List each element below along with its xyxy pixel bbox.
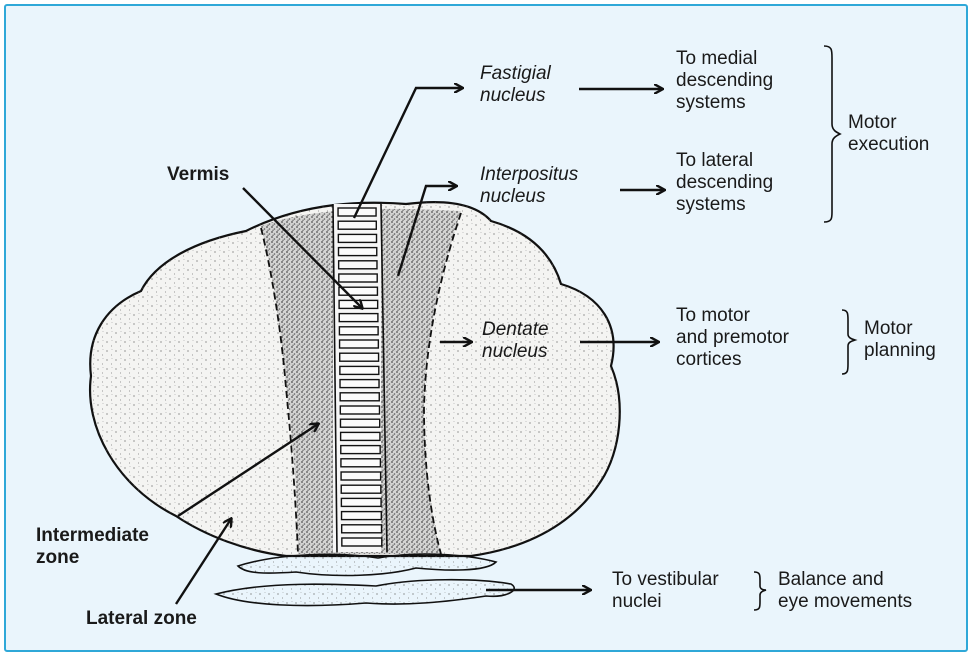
- vermis-segment: [341, 485, 381, 493]
- vermis-segment: [339, 314, 378, 322]
- figure-frame: Vermis Intermediate zone Lateral zone Fa…: [4, 4, 968, 652]
- balance-label: Balance and eye movements: [778, 569, 912, 613]
- vermis-segment: [342, 538, 382, 546]
- vermis-segment: [341, 446, 380, 454]
- vermis-segment: [340, 366, 379, 374]
- vermis-segment: [339, 274, 377, 282]
- vermis-segment: [339, 327, 378, 335]
- vermis-ladder: [333, 204, 387, 552]
- flocculus-upper: [238, 554, 496, 575]
- vermis-segment: [341, 432, 380, 440]
- to-medial-label: To medial descending systems: [676, 48, 773, 114]
- vermis-segment: [340, 393, 379, 401]
- to-vestibular-label: To vestibular nuclei: [612, 569, 719, 613]
- vermis-segment: [340, 406, 379, 414]
- to-motor-label: To motor and premotor cortices: [676, 305, 789, 371]
- fastigial-nucleus-label: Fastigial nucleus: [480, 63, 551, 107]
- vermis-segment: [340, 419, 379, 427]
- to-lateral-label: To lateral descending systems: [676, 150, 773, 216]
- motor-execution-label: Motor execution: [848, 112, 929, 156]
- dentate-nucleus-label: Dentate nucleus: [482, 319, 549, 363]
- vermis-label: Vermis: [167, 164, 229, 186]
- vermis-segment: [338, 234, 376, 242]
- vermis-segment: [341, 498, 381, 506]
- motor-planning-label: Motor planning: [864, 318, 936, 362]
- vermis-segment: [342, 525, 382, 533]
- vermis-segment: [342, 512, 382, 520]
- vermis-segment: [340, 353, 379, 361]
- intermediate-zone-label: Intermediate zone: [36, 525, 149, 569]
- interpositus-nucleus-label: Interpositus nucleus: [480, 164, 578, 208]
- vermis-segment: [341, 459, 380, 467]
- vermis-segment: [338, 221, 376, 229]
- flocculus-lower: [216, 580, 514, 606]
- vermis-segment: [341, 472, 381, 480]
- lateral-zone-label: Lateral zone: [86, 608, 197, 630]
- vermis-segment: [340, 380, 379, 388]
- vermis-segment: [339, 261, 377, 269]
- vermis-segment: [339, 248, 377, 256]
- vermis-segment: [340, 340, 379, 348]
